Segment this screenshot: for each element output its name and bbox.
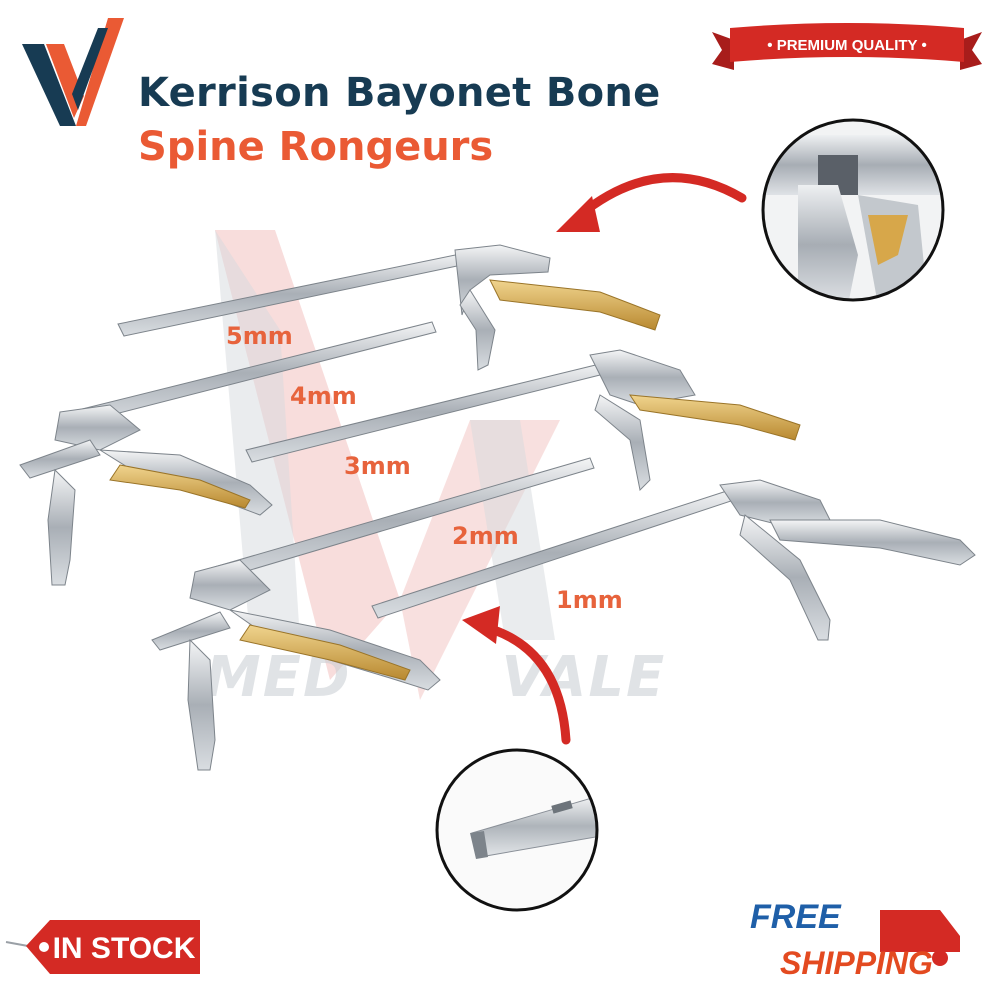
size-label-2mm: 2mm [452, 522, 519, 550]
rongeur-5mm [117, 244, 661, 371]
rongeur-1mm [371, 479, 976, 641]
shipping-text: SHIPPING [780, 945, 933, 981]
free-text: FREE [750, 898, 842, 936]
free-shipping-badge: FREE SHIPPING [750, 898, 960, 981]
in-stock-badge: IN STOCK [5, 920, 200, 974]
in-stock-text: IN STOCK [53, 932, 196, 965]
brand-logo [22, 18, 124, 126]
zoom-detail-bottom [435, 748, 599, 912]
rongeur-4mm [19, 321, 437, 586]
page-subtitle: Spine Rongeurs [138, 124, 494, 170]
size-label-5mm: 5mm [226, 322, 293, 350]
premium-quality-text: • PREMIUM QUALITY • [767, 37, 926, 54]
page-title: Kerrison Bayonet Bone [138, 70, 661, 116]
size-label-4mm: 4mm [290, 382, 357, 410]
premium-quality-badge: • PREMIUM QUALITY • [712, 23, 982, 70]
rongeur-2mm [151, 457, 595, 771]
zoom-detail-top [761, 118, 945, 302]
size-label-3mm: 3mm [344, 452, 411, 480]
size-label-1mm: 1mm [556, 586, 623, 614]
rongeur-3mm [245, 349, 801, 492]
